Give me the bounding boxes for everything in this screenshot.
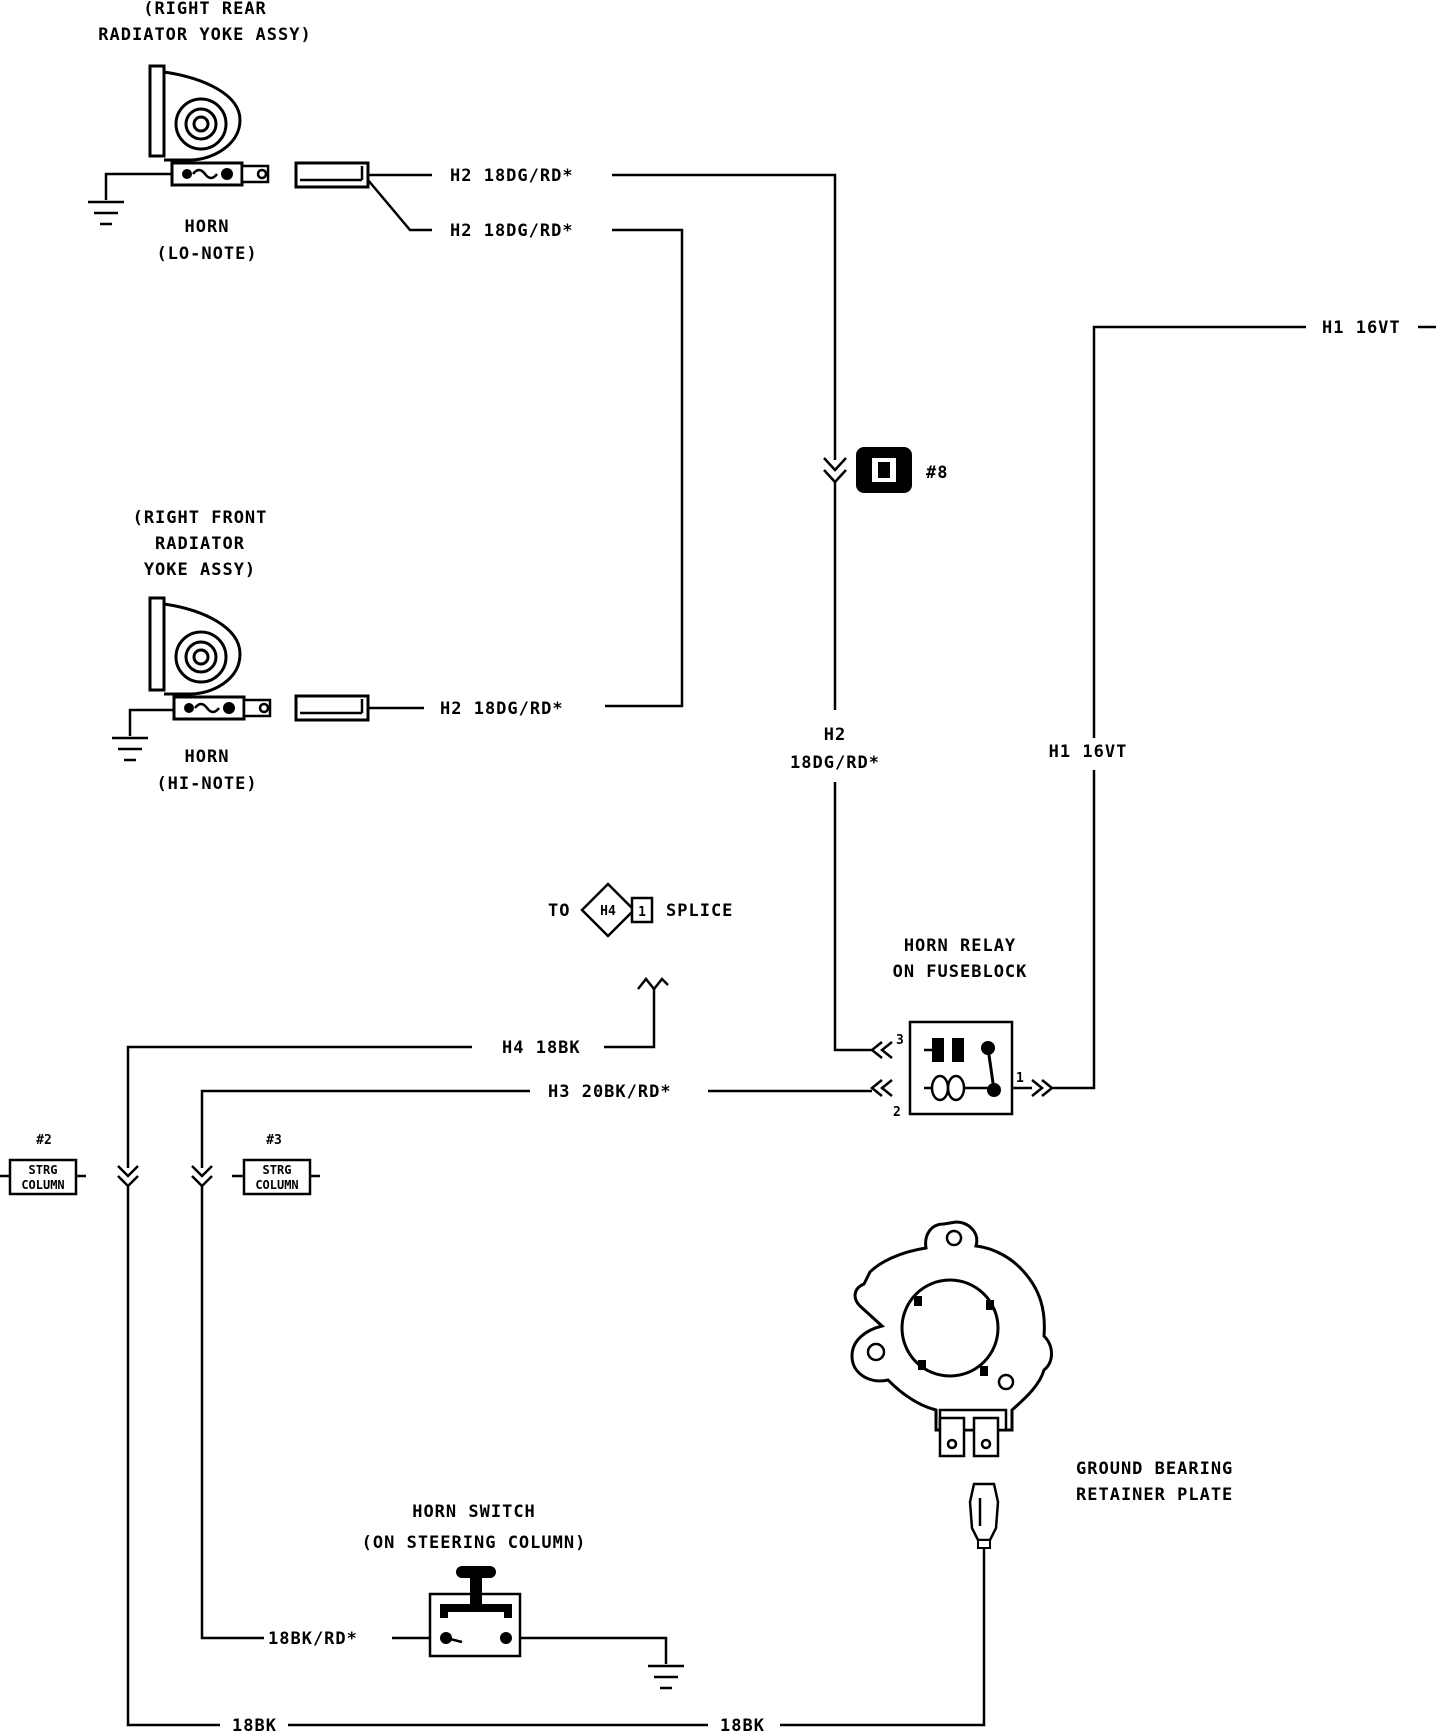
horn-hi-location-line3: YOKE ASSY) <box>144 560 256 580</box>
horn-lo-location-line2: RADIATOR YOKE ASSY) <box>98 25 311 45</box>
wire-18bk-right-label: 18BK <box>720 1716 765 1732</box>
connector-horn-lo <box>294 161 370 189</box>
wire-h2-vertical-line1: H2 <box>824 725 846 745</box>
horn-lo-name-line2: (LO-NOTE) <box>156 244 257 264</box>
splice-pin: 1 <box>638 905 646 920</box>
horn-hi-location-line2: RADIATOR <box>155 534 245 554</box>
splice-prefix: TO <box>548 901 570 921</box>
horn-lo-location-line1: (RIGHT REAR <box>143 0 267 19</box>
connector-horn-hi <box>294 694 370 722</box>
strg-2-num: #2 <box>36 1133 52 1148</box>
horn-lo-icon <box>148 64 270 187</box>
connector-8-label: #8 <box>926 463 948 483</box>
strg-2-line2: COLUMN <box>21 1178 64 1192</box>
relay-pin-3: 3 <box>896 1033 904 1048</box>
horn-hi-icon <box>148 596 272 721</box>
wire-h2-a-label: H2 18DG/RD* <box>450 166 574 186</box>
wire-h2-vertical-line2: 18DG/RD* <box>790 753 880 773</box>
horn-hi-location-line1: (RIGHT FRONT <box>133 508 268 528</box>
wire-h4-label: H4 18BK <box>502 1038 581 1058</box>
strg-3-line2: COLUMN <box>255 1178 298 1192</box>
wire-h1-vertical-label: H1 16VT <box>1049 742 1128 762</box>
horn-lo-note: (RIGHT REAR RADIATOR YOKE ASSY) HORN (LO… <box>88 0 370 264</box>
wire-h2-c-label: H2 18DG/RD* <box>440 699 564 719</box>
wire-18bk-left-label: 18BK <box>232 1716 277 1732</box>
connector-ground-plate <box>968 1482 1000 1549</box>
strg-2-line1: STRG <box>29 1163 58 1177</box>
horn-switch-line1: HORN SWITCH <box>412 1502 536 1522</box>
splice-id: H4 <box>600 904 616 919</box>
splice-suffix: SPLICE <box>666 901 733 921</box>
horn-hi-name-line1: HORN <box>185 747 230 767</box>
strg-3-num: #3 <box>266 1133 282 1148</box>
horn-relay: 3 2 1 <box>869 1020 1055 1120</box>
wire-18bkrd-label: 18BK/RD* <box>268 1629 358 1649</box>
wire-h2-b-label: H2 18DG/RD* <box>450 221 574 241</box>
horn-hi-name-line2: (HI-NOTE) <box>156 774 257 794</box>
ground-symbol <box>112 708 174 762</box>
horn-relay-line1: HORN RELAY <box>904 936 1016 956</box>
strg-column-2: #2 STRG COLUMN <box>0 1133 139 1196</box>
horn-switch-line2: (ON STEERING COLUMN) <box>362 1533 587 1553</box>
wire-h2-b <box>367 179 432 232</box>
wire-h3-label: H3 20BK/RD* <box>548 1082 672 1102</box>
ground-bearing-plate <box>850 1220 1053 1458</box>
ground-bearing-line1: GROUND BEARING <box>1076 1459 1233 1479</box>
ground-symbol <box>88 172 172 226</box>
connector-8: #8 <box>823 447 948 493</box>
relay-pin-1: 1 <box>1016 1071 1024 1086</box>
horn-switch <box>428 1566 522 1658</box>
horn-relay-line2: ON FUSEBLOCK <box>893 962 1028 982</box>
horn-hi-note: (RIGHT FRONT RADIATOR YOKE ASSY) HORN (H… <box>112 508 370 794</box>
horn-lo-name-line1: HORN <box>185 217 230 237</box>
wire-h1-top-label: H1 16VT <box>1322 318 1401 338</box>
wire-h1 <box>1092 325 1306 738</box>
wire-h4 <box>126 1045 472 1168</box>
wire-h3 <box>200 1089 530 1168</box>
splice-h4: TO H4 1 SPLICE <box>548 882 733 938</box>
ground-symbol <box>648 1664 684 1690</box>
relay-pin-2: 2 <box>893 1105 901 1120</box>
ground-bearing-line2: RETAINER PLATE <box>1076 1485 1233 1505</box>
strg-3-line1: STRG <box>263 1163 292 1177</box>
strg-column-3: #3 STRG COLUMN <box>191 1133 320 1196</box>
